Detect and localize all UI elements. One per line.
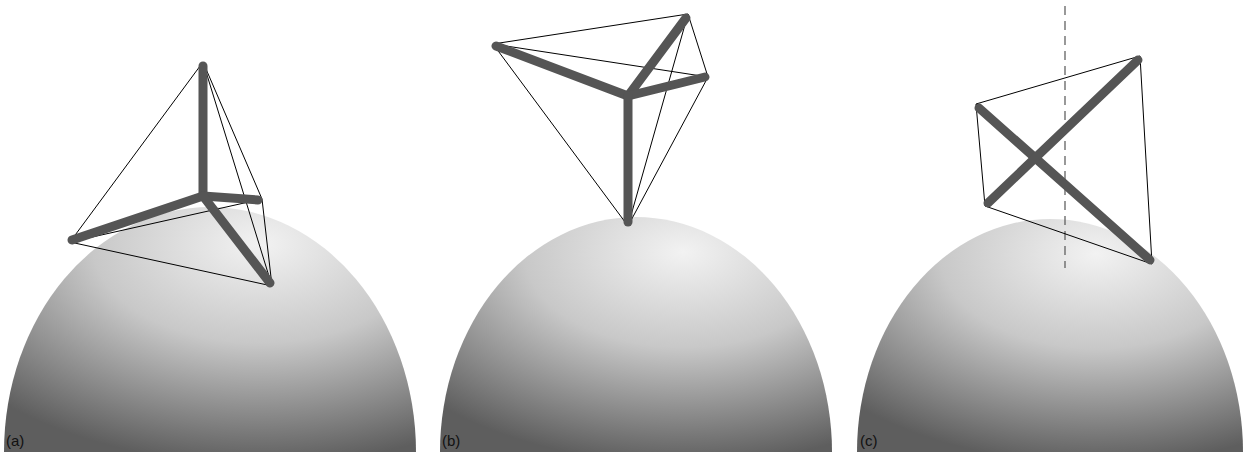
tensegrity-c xyxy=(976,6,1152,268)
dome xyxy=(440,217,832,452)
tensegrity-b xyxy=(493,14,708,226)
dome xyxy=(4,207,416,452)
dome xyxy=(857,219,1243,452)
panel-label: (c) xyxy=(860,433,878,448)
panel-label: (a) xyxy=(6,433,24,448)
tensegrity-a xyxy=(70,62,272,286)
panel-label: (b) xyxy=(442,433,460,448)
